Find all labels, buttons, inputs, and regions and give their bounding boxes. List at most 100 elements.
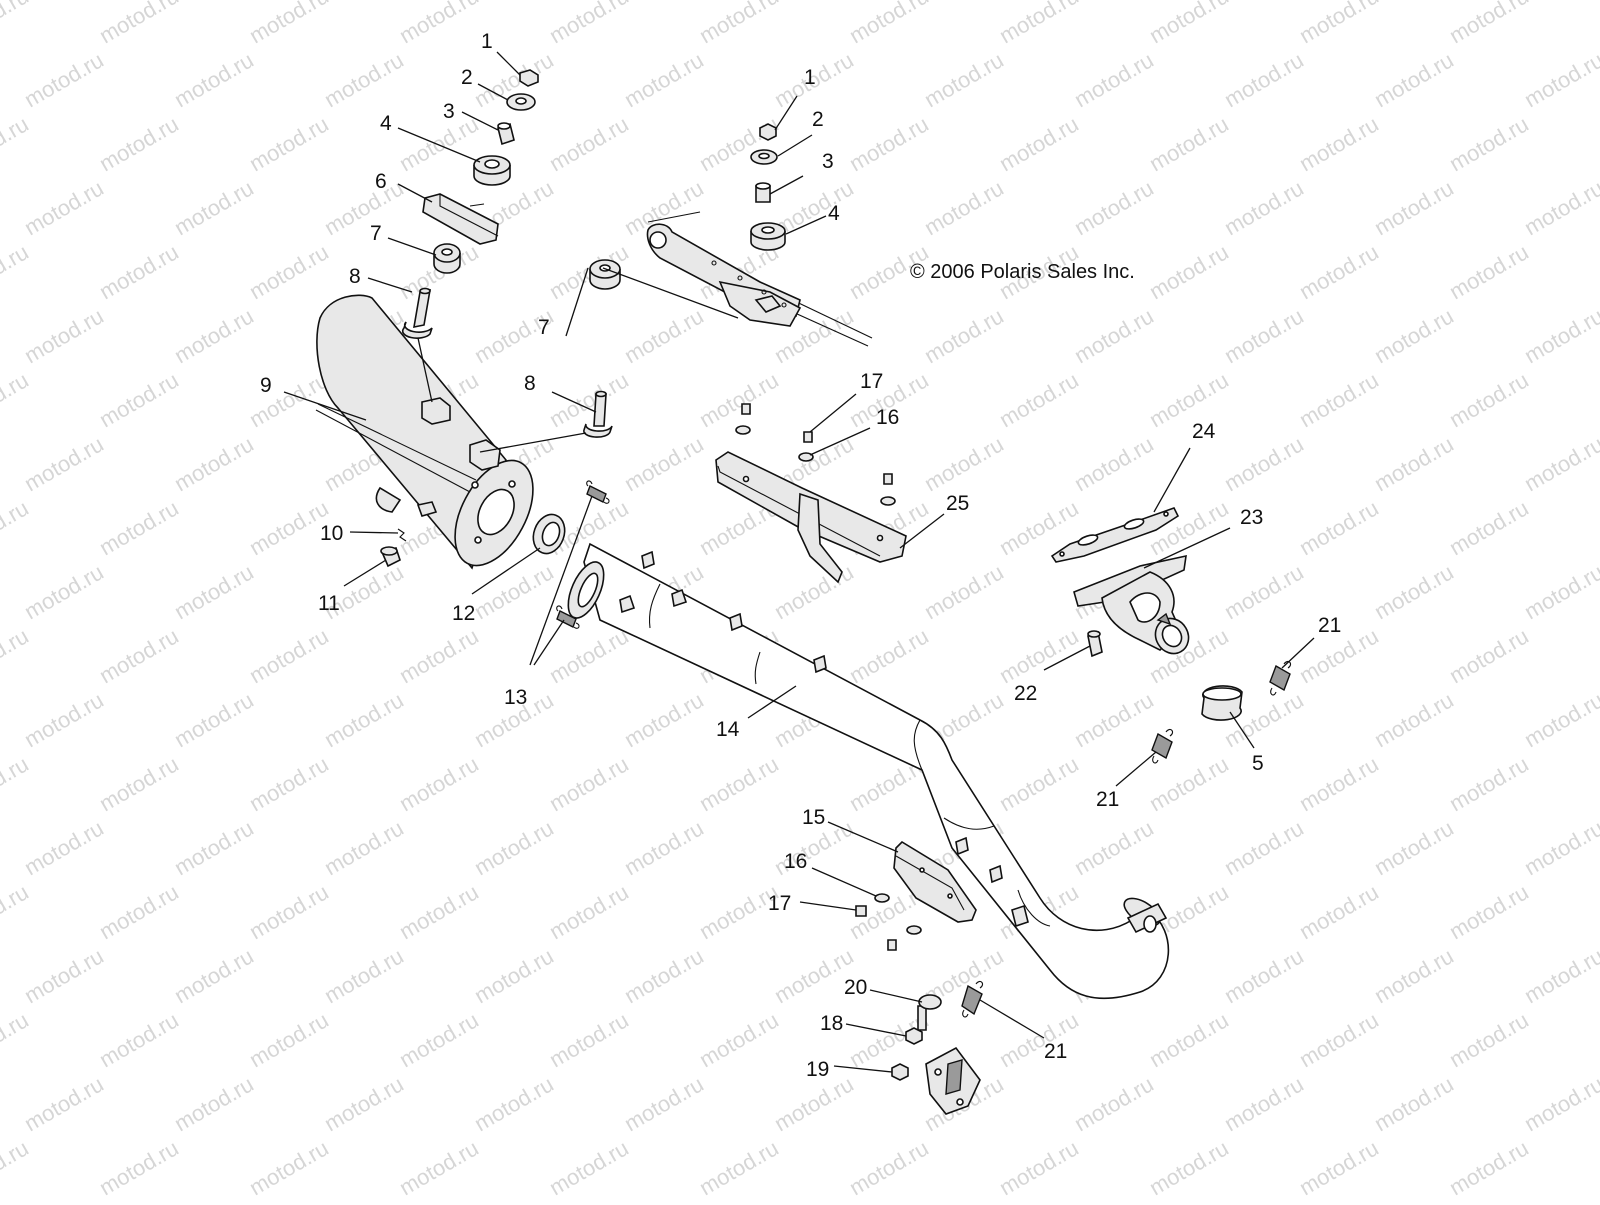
- watermark-text: motod.ru: [320, 1071, 408, 1136]
- watermark-text: motod.ru: [95, 879, 183, 944]
- watermark-text: motod.ru: [695, 111, 783, 176]
- watermark-text: motod.ru: [0, 495, 33, 560]
- watermark-text: motod.ru: [995, 1135, 1083, 1200]
- watermark-text: motod.ru: [1145, 239, 1233, 304]
- watermark-text: motod.ru: [1370, 175, 1458, 240]
- watermark-text: motod.ru: [620, 687, 708, 752]
- watermark-text: motod.ru: [695, 367, 783, 432]
- callout-3-left-stack: 3: [443, 100, 455, 123]
- head-pipe-part-14: [567, 542, 1170, 1000]
- callout-14: 14: [716, 718, 740, 741]
- watermark-text: motod.ru: [395, 111, 483, 176]
- watermark-text: motod.ru: [245, 0, 333, 48]
- watermark-text: motod.ru: [170, 175, 258, 240]
- watermark-text: motod.ru: [320, 47, 408, 112]
- watermark-text: motod.ru: [1220, 175, 1308, 240]
- watermark-text: motod.ru: [20, 431, 108, 496]
- callout-7-right-stack: 7: [538, 316, 550, 339]
- watermark-text: motod.ru: [1295, 239, 1383, 304]
- watermark-text: motod.ru: [1070, 47, 1158, 112]
- spring-part-13-lower: [556, 605, 580, 629]
- bracket-part-6: [422, 193, 499, 245]
- callout-18: 18: [820, 1012, 843, 1035]
- watermark-text: motod.ru: [770, 559, 858, 624]
- watermark-text: motod.ru: [245, 623, 333, 688]
- watermark-text: motod.ru: [995, 111, 1083, 176]
- watermark-text: motod.ru: [170, 47, 258, 112]
- callout-22: 22: [1014, 682, 1037, 705]
- stud-part-20: [917, 994, 942, 1031]
- callout-17-top: 17: [860, 370, 883, 393]
- watermark-text: motod.ru: [1595, 239, 1600, 304]
- spring-part-21-right-top: [1269, 660, 1292, 696]
- watermark-text: motod.ru: [320, 815, 408, 880]
- watermark-text: motod.ru: [95, 495, 183, 560]
- stud-part-22: [1087, 630, 1103, 658]
- watermark-text: motod.ru: [1520, 687, 1600, 752]
- watermark-text: motod.ru: [0, 879, 33, 944]
- watermark-text: motod.ru: [1220, 815, 1308, 880]
- watermark-text: motod.ru: [1070, 175, 1158, 240]
- watermark-text: motod.ru: [1520, 1071, 1600, 1136]
- watermark-text: motod.ru: [620, 815, 708, 880]
- callout-15: 15: [802, 806, 825, 829]
- watermark-text: motod.ru: [995, 623, 1083, 688]
- watermark-text: motod.ru: [1070, 815, 1158, 880]
- callout-7-left-stack: 7: [370, 222, 382, 245]
- watermark-text: motod.ru: [170, 303, 258, 368]
- callout-21-bottom: 21: [1044, 1040, 1067, 1063]
- washer-part-2-left: [506, 93, 536, 111]
- watermark-text: motod.ru: [20, 303, 108, 368]
- callout-21-right-top: 21: [1318, 614, 1341, 637]
- watermark-text: motod.ru: [920, 303, 1008, 368]
- watermark-text: motod.ru: [245, 751, 333, 816]
- watermark-text: motod.ru: [1145, 1007, 1233, 1072]
- callout-25: 25: [946, 492, 969, 515]
- callout-10: 10: [320, 522, 343, 545]
- watermark-text: motod.ru: [1370, 303, 1458, 368]
- watermark-text: motod.ru: [395, 1135, 483, 1200]
- watermark-text: motod.ru: [0, 239, 33, 304]
- spring-part-13-upper: [586, 480, 610, 504]
- callout-8-right-stack: 8: [524, 372, 536, 395]
- watermark-text: motod.ru: [1445, 239, 1533, 304]
- gasket-part-24: [1050, 507, 1180, 563]
- watermark-text: motod.ru: [545, 623, 633, 688]
- watermark-text: motod.ru: [695, 751, 783, 816]
- watermark-text: motod.ru: [1220, 559, 1308, 624]
- watermark-text: motod.ru: [170, 815, 258, 880]
- watermark-text: motod.ru: [1445, 0, 1533, 48]
- watermark-text: motod.ru: [1295, 0, 1383, 48]
- watermark-text: motod.ru: [545, 751, 633, 816]
- watermark-text: motod.ru: [1070, 303, 1158, 368]
- sleeve-part-3-right: [755, 182, 771, 203]
- watermark-text: motod.ru: [695, 1007, 783, 1072]
- heat-shield-part-25: [715, 451, 907, 584]
- watermark-text: motod.ru: [0, 111, 33, 176]
- copyright-notice: © 2006 Polaris Sales Inc.: [910, 261, 1135, 283]
- watermark-text: motod.ru: [95, 239, 183, 304]
- callout-23: 23: [1240, 506, 1263, 529]
- parts-layer: [315, 69, 1292, 1115]
- watermark-text: motod.ru: [620, 431, 708, 496]
- watermark-text: motod.ru: [845, 623, 933, 688]
- nut-part-19: [891, 1063, 909, 1081]
- frame-rail: [646, 211, 873, 347]
- watermark-text: motod.ru: [1370, 815, 1458, 880]
- watermark-text: motod.ru: [620, 303, 708, 368]
- watermark-text: motod.ru: [95, 751, 183, 816]
- callout-2-left-stack: 2: [461, 66, 473, 89]
- watermark-text: motod.ru: [170, 431, 258, 496]
- callout-19: 19: [806, 1058, 829, 1081]
- watermark-text: motod.ru: [20, 815, 108, 880]
- watermark-text: motod.ru: [1520, 815, 1600, 880]
- watermark-text: motod.ru: [20, 687, 108, 752]
- watermark-text: motod.ru: [395, 1007, 483, 1072]
- callout-9: 9: [260, 374, 272, 397]
- watermark-text: motod.ru: [1445, 1007, 1533, 1072]
- watermark-text: motod.ru: [245, 111, 333, 176]
- watermark-text: motod.ru: [245, 879, 333, 944]
- watermark-text: motod.ru: [1595, 367, 1600, 432]
- watermark-text: motod.ru: [395, 623, 483, 688]
